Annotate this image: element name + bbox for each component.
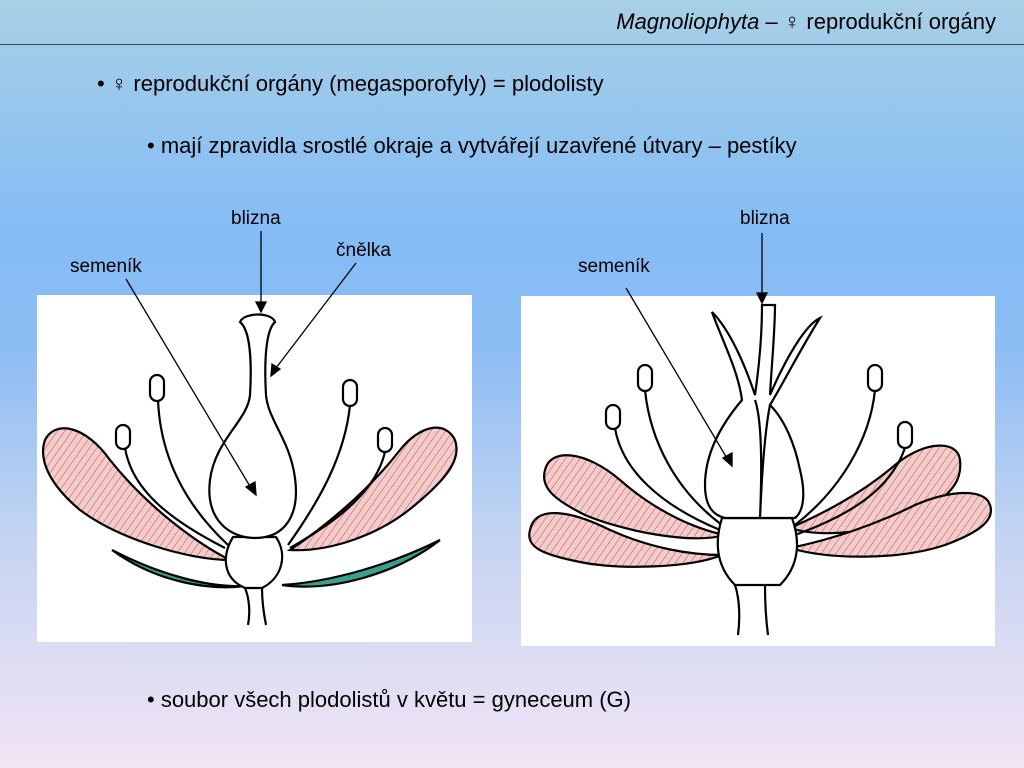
left-stem-icon (243, 587, 268, 626)
left-petal-icon (41, 427, 231, 562)
right-stamen-icon (643, 389, 723, 526)
bullet-female-organs: • ♀ reprodukční orgány (megasporofyly) =… (97, 71, 604, 96)
arrowhead-icon (244, 480, 257, 497)
left-flower (41, 313, 458, 626)
left-stamen-icon (156, 399, 229, 546)
label-pointers (125, 231, 769, 497)
title-italic: Magnoliophyta (616, 9, 760, 34)
left-sepal-icon (281, 539, 441, 588)
right-anther-icon (866, 363, 884, 393)
left-petal-icon (286, 426, 458, 552)
right-anther-icon (604, 403, 622, 431)
label-left-cnelka: čnělka (336, 240, 391, 261)
left-anther-icon (376, 426, 394, 454)
title-divider (0, 44, 1024, 45)
label-right-semenik: semeník (578, 256, 650, 277)
right-stamen-icon (794, 447, 907, 537)
left-anther-icon (341, 378, 359, 408)
right-anther-icon (896, 420, 914, 450)
right-stamen-icon (794, 389, 877, 526)
right-carpel-icon (703, 303, 823, 520)
left-anther-icon (114, 423, 132, 451)
label-left-blizna: blizna (231, 208, 281, 229)
arrowhead-icon (254, 301, 268, 314)
arrowhead-icon (721, 451, 733, 468)
slide-title: Magnoliophyta – ♀ reprodukční orgány (616, 9, 996, 35)
left-stamen-icon (123, 447, 226, 549)
right-stamen-icon (613, 427, 721, 532)
label-right-blizna: blizna (740, 208, 790, 229)
right-flower (528, 303, 993, 636)
right-carpel-seam-icon (753, 399, 772, 519)
bullet-pistils: • mají zpravidla srostlé okraje a vytvář… (147, 133, 797, 158)
left-pistil-icon (208, 313, 298, 540)
arrowhead-icon (270, 362, 282, 378)
left-stamen-icon (287, 404, 352, 546)
left-stamen-icon (289, 451, 387, 549)
left-receptacle-icon (224, 535, 284, 590)
left-anther-icon (148, 373, 166, 403)
right-anther-icon (636, 363, 654, 393)
right-receptacle-icon (716, 516, 798, 587)
right-stem-icon (733, 584, 770, 636)
arrowhead-icon (755, 292, 769, 305)
label-left-semenik: semeník (70, 256, 142, 277)
bullet-gyneceum: • soubor všech plodolistů v květu = gyne… (147, 687, 631, 712)
title-rest: – ♀ reprodukční orgány (759, 9, 996, 34)
